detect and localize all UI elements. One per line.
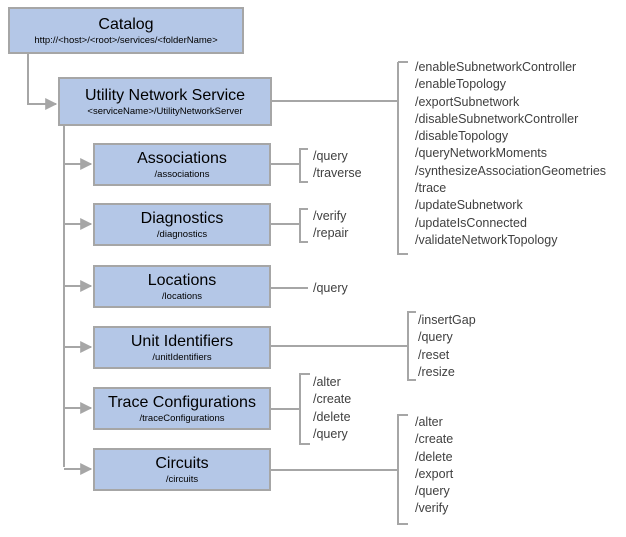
- operation-item: /verify: [313, 209, 347, 223]
- utility-network-service-box: Utility Network Service <serviceName>/Ut…: [58, 77, 272, 126]
- operation-item: /query: [415, 484, 450, 499]
- operation-item: /insertGap: [418, 313, 476, 327]
- locations-box: Locations /locations: [93, 265, 271, 308]
- operation-item: /trace: [415, 181, 447, 196]
- operation-item: /disableSubnetworkController: [415, 111, 579, 126]
- locations-operations-list: /query: [313, 280, 348, 297]
- operation-item: /delete: [313, 409, 351, 424]
- catalog-path: http://<host>/<root>/services/<folderNam…: [34, 34, 218, 46]
- associations-title: Associations: [137, 149, 227, 167]
- catalog-box: Catalog http://<host>/<root>/services/<f…: [8, 7, 244, 54]
- operation-item: /enableSubnetworkController: [415, 60, 577, 74]
- trace-configurations-path: /traceConfigurations: [139, 412, 225, 424]
- circuits-operations-list: /alter /create /delete /export /query /v…: [415, 414, 453, 518]
- unit-identifiers-path: /unitIdentifiers: [152, 351, 212, 363]
- operation-item: /query: [313, 281, 348, 295]
- operation-item: /validateNetworkTopology: [415, 232, 558, 247]
- trace-configurations-box: Trace Configurations /traceConfiguration…: [93, 387, 271, 430]
- diagnostics-path: /diagnostics: [156, 228, 208, 240]
- operation-item: /repair: [313, 226, 349, 241]
- operation-item: /query: [313, 426, 348, 441]
- operation-item: /enableTopology: [415, 77, 507, 92]
- operation-item: /updateSubnetwork: [415, 198, 523, 213]
- operation-item: /updateIsConnected: [415, 215, 527, 230]
- operation-item: /export: [415, 466, 454, 481]
- associations-box: Associations /associations: [93, 143, 271, 186]
- associations-ops-bracket: [299, 148, 308, 183]
- diagnostics-box: Diagnostics /diagnostics: [93, 203, 271, 246]
- operation-item: /exportSubnetwork: [415, 94, 520, 109]
- operation-item: /reset: [418, 347, 450, 362]
- operation-item: /query: [418, 330, 453, 345]
- operation-item: /alter: [313, 375, 341, 389]
- operation-item: /query: [313, 149, 348, 163]
- service-title: Utility Network Service: [84, 86, 246, 104]
- associations-path: /associations: [154, 168, 210, 180]
- service-operations-list: /enableSubnetworkController /enableTopol…: [415, 59, 606, 249]
- catalog-to-service-connector: [27, 54, 58, 110]
- operation-item: /verify: [415, 501, 449, 516]
- diagnostics-title: Diagnostics: [140, 209, 224, 227]
- trace-configurations-ops-bracket: [299, 373, 310, 445]
- unit-identifiers-box: Unit Identifiers /unitIdentifiers: [93, 326, 271, 369]
- catalog-title: Catalog: [98, 15, 154, 33]
- operation-item: /create: [415, 432, 454, 447]
- locations-title: Locations: [147, 271, 217, 289]
- trace-configurations-title: Trace Configurations: [108, 393, 256, 411]
- diagnostics-operations-list: /verify /repair: [313, 208, 348, 243]
- circuits-box: Circuits /circuits: [93, 448, 271, 491]
- service-ops-bracket: [397, 61, 408, 255]
- unit-identifiers-ops-bracket: [407, 311, 416, 381]
- operation-item: /create: [313, 392, 352, 407]
- circuits-path: /circuits: [165, 473, 199, 485]
- operation-item: /alter: [415, 415, 443, 429]
- associations-operations-list: /query /traverse: [313, 148, 362, 183]
- trace-configurations-operations-list: /alter /create /delete /query: [313, 374, 351, 443]
- locations-path: /locations: [161, 290, 203, 302]
- operation-item: /traverse: [313, 166, 362, 181]
- operation-item: /synthesizeAssociationGeometries: [415, 163, 607, 178]
- operation-item: /delete: [415, 449, 453, 464]
- unit-identifiers-operations-list: /insertGap /query /reset /resize: [418, 312, 476, 381]
- unit-identifiers-title: Unit Identifiers: [130, 332, 234, 350]
- diagnostics-ops-bracket: [299, 208, 308, 243]
- operation-item: /queryNetworkMoments: [415, 146, 547, 161]
- operation-item: /resize: [418, 364, 455, 379]
- service-path: <serviceName>/UtilityNetworkServer: [87, 105, 243, 117]
- operation-item: /disableTopology: [415, 129, 509, 144]
- circuits-title: Circuits: [155, 454, 209, 472]
- circuits-ops-bracket: [397, 414, 408, 525]
